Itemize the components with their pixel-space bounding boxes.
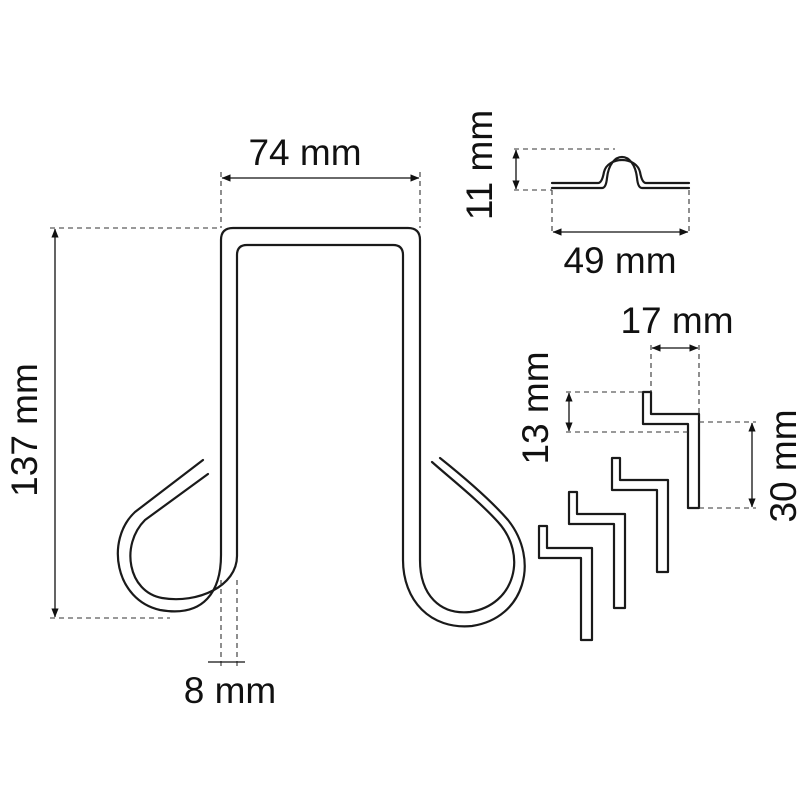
rail-profile-outer	[550, 156, 691, 190]
hook-outer-wire	[116, 226, 516, 614]
main-hook-drawing	[116, 226, 526, 628]
hook-inner-wire	[129, 243, 526, 628]
rail-profile-inner	[550, 158, 691, 185]
clip-step-label: 13 mm	[515, 351, 556, 464]
height-label: 137 mm	[4, 363, 45, 497]
z-clip-4	[537, 524, 594, 642]
clip-height-label: 30 mm	[763, 409, 800, 522]
width-dimension: 74 mm	[220, 132, 421, 228]
rail-height-label: 11 mm	[459, 110, 500, 220]
z-clips-drawing: 17 mm 13 mm 30 mm	[515, 300, 800, 642]
width-label: 74 mm	[248, 132, 361, 173]
z-clip-2	[610, 456, 670, 574]
rail-width-label: 49 mm	[563, 240, 676, 281]
clip-width-label: 17 mm	[620, 300, 733, 341]
wire-diameter-label: 8 mm	[184, 670, 277, 711]
z-clip-3	[567, 490, 627, 610]
height-dimension: 137 mm	[4, 227, 221, 619]
wire-diameter-dimension: 8 mm	[184, 580, 277, 711]
rail-profile-drawing: 11 mm 49 mm	[459, 110, 691, 281]
